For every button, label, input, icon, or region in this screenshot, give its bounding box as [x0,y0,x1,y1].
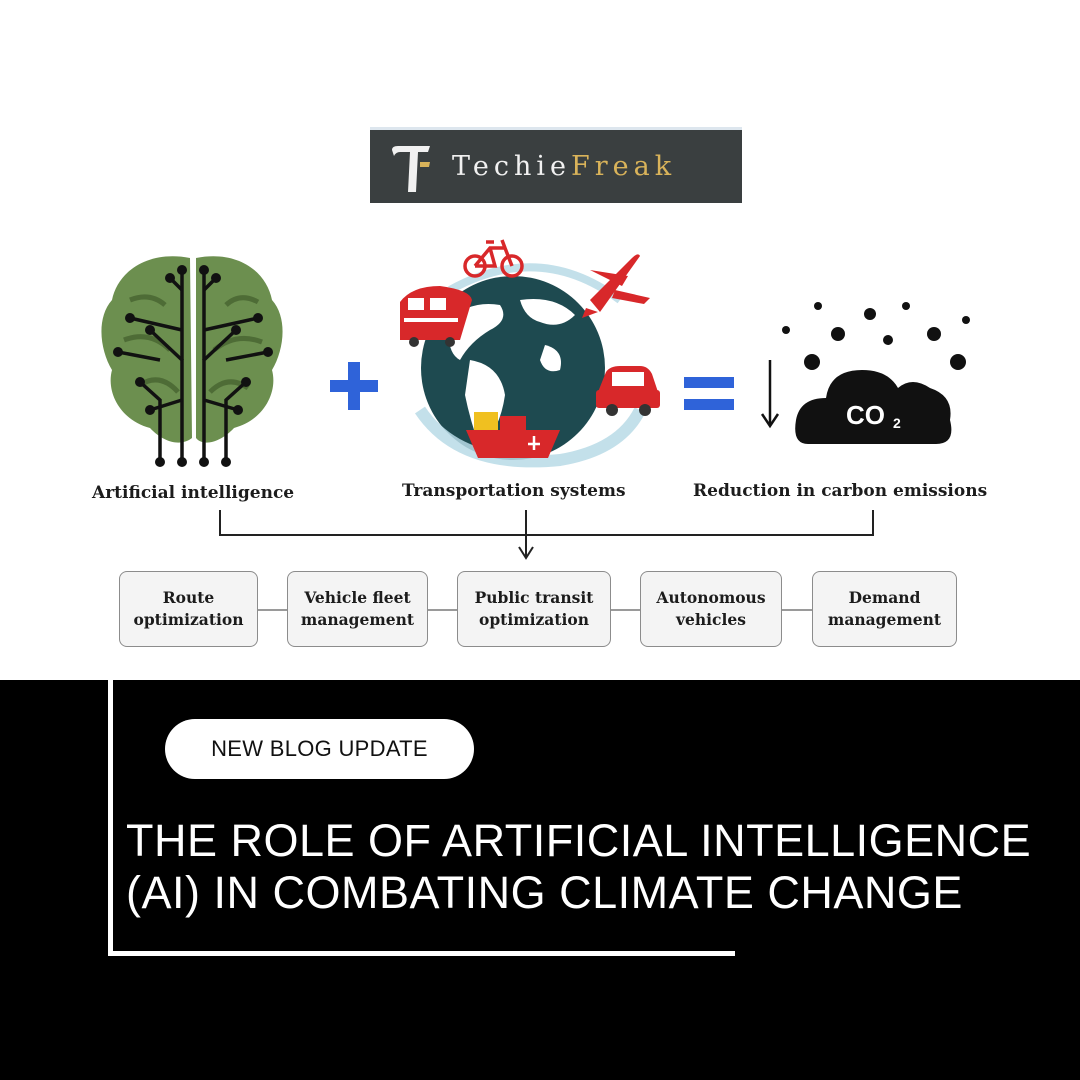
co2-cloud-icon: CO 2 [795,370,952,444]
box-line: optimization [133,610,244,629]
logo-mark-icon [392,146,430,192]
co2-label: CO [846,400,885,430]
box-line: management [300,610,415,629]
co2-subscript: 2 [893,415,901,431]
bicycle-icon [463,239,524,278]
box-line: vehicles [676,610,746,629]
logo-text: TechieFreak [452,150,676,184]
train-icon [400,286,472,347]
frame-line-horizontal [108,951,735,956]
label-reduction-carbon: Reduction in carbon emissions [693,481,988,501]
equals-operator-icon [684,377,734,410]
headline-line: THE ROLE OF ARTIFICIAL INTELLIGENCE [126,815,1032,866]
techiefreak-logo: TechieFreak [370,127,742,203]
box-vehicle-fleet: Vehicle fleet management [287,571,428,647]
car-icon [596,366,660,416]
box-line: Autonomous [656,588,766,607]
ship-icon [466,412,560,458]
label-artificial-intelligence: Artificial intelligence [92,483,295,503]
down-arrow-icon [760,360,780,429]
box-autonomous-vehicles: Autonomous vehicles [640,571,782,647]
frame-line-vertical [108,680,113,956]
globe-icon [415,263,646,468]
logo-text-freak: Freak [571,151,677,182]
new-blog-update-badge[interactable]: NEW BLOG UPDATE [165,719,474,779]
diagram-art: CO 2 [101,239,970,611]
box-line: Demand [848,588,921,607]
box-line: optimization [478,610,589,629]
brain-circuit-icon [101,256,283,467]
box-line: Route [162,588,215,607]
box-line: Vehicle fleet [304,588,411,607]
plus-operator-icon [330,362,378,410]
connector-lines [219,510,874,611]
box-line: management [827,610,942,629]
headline-line: (AI) IN COMBATING CLIMATE CHANGE [126,867,963,918]
box-demand-management: Demand management [812,571,957,647]
particles [782,302,970,370]
logo-text-techie: Techie [452,151,572,182]
label-transportation-systems: Transportation systems [402,481,626,501]
blog-headline: THE ROLE OF ARTIFICIAL INTELLIGENCE (AI)… [126,815,1066,919]
infographic-area: TechieFreak [92,127,988,647]
box-route-optimization: Route optimization [119,571,258,647]
airplane-icon [582,254,650,318]
box-line: Public transit [474,588,594,607]
box-public-transit: Public transit optimization [457,571,611,647]
